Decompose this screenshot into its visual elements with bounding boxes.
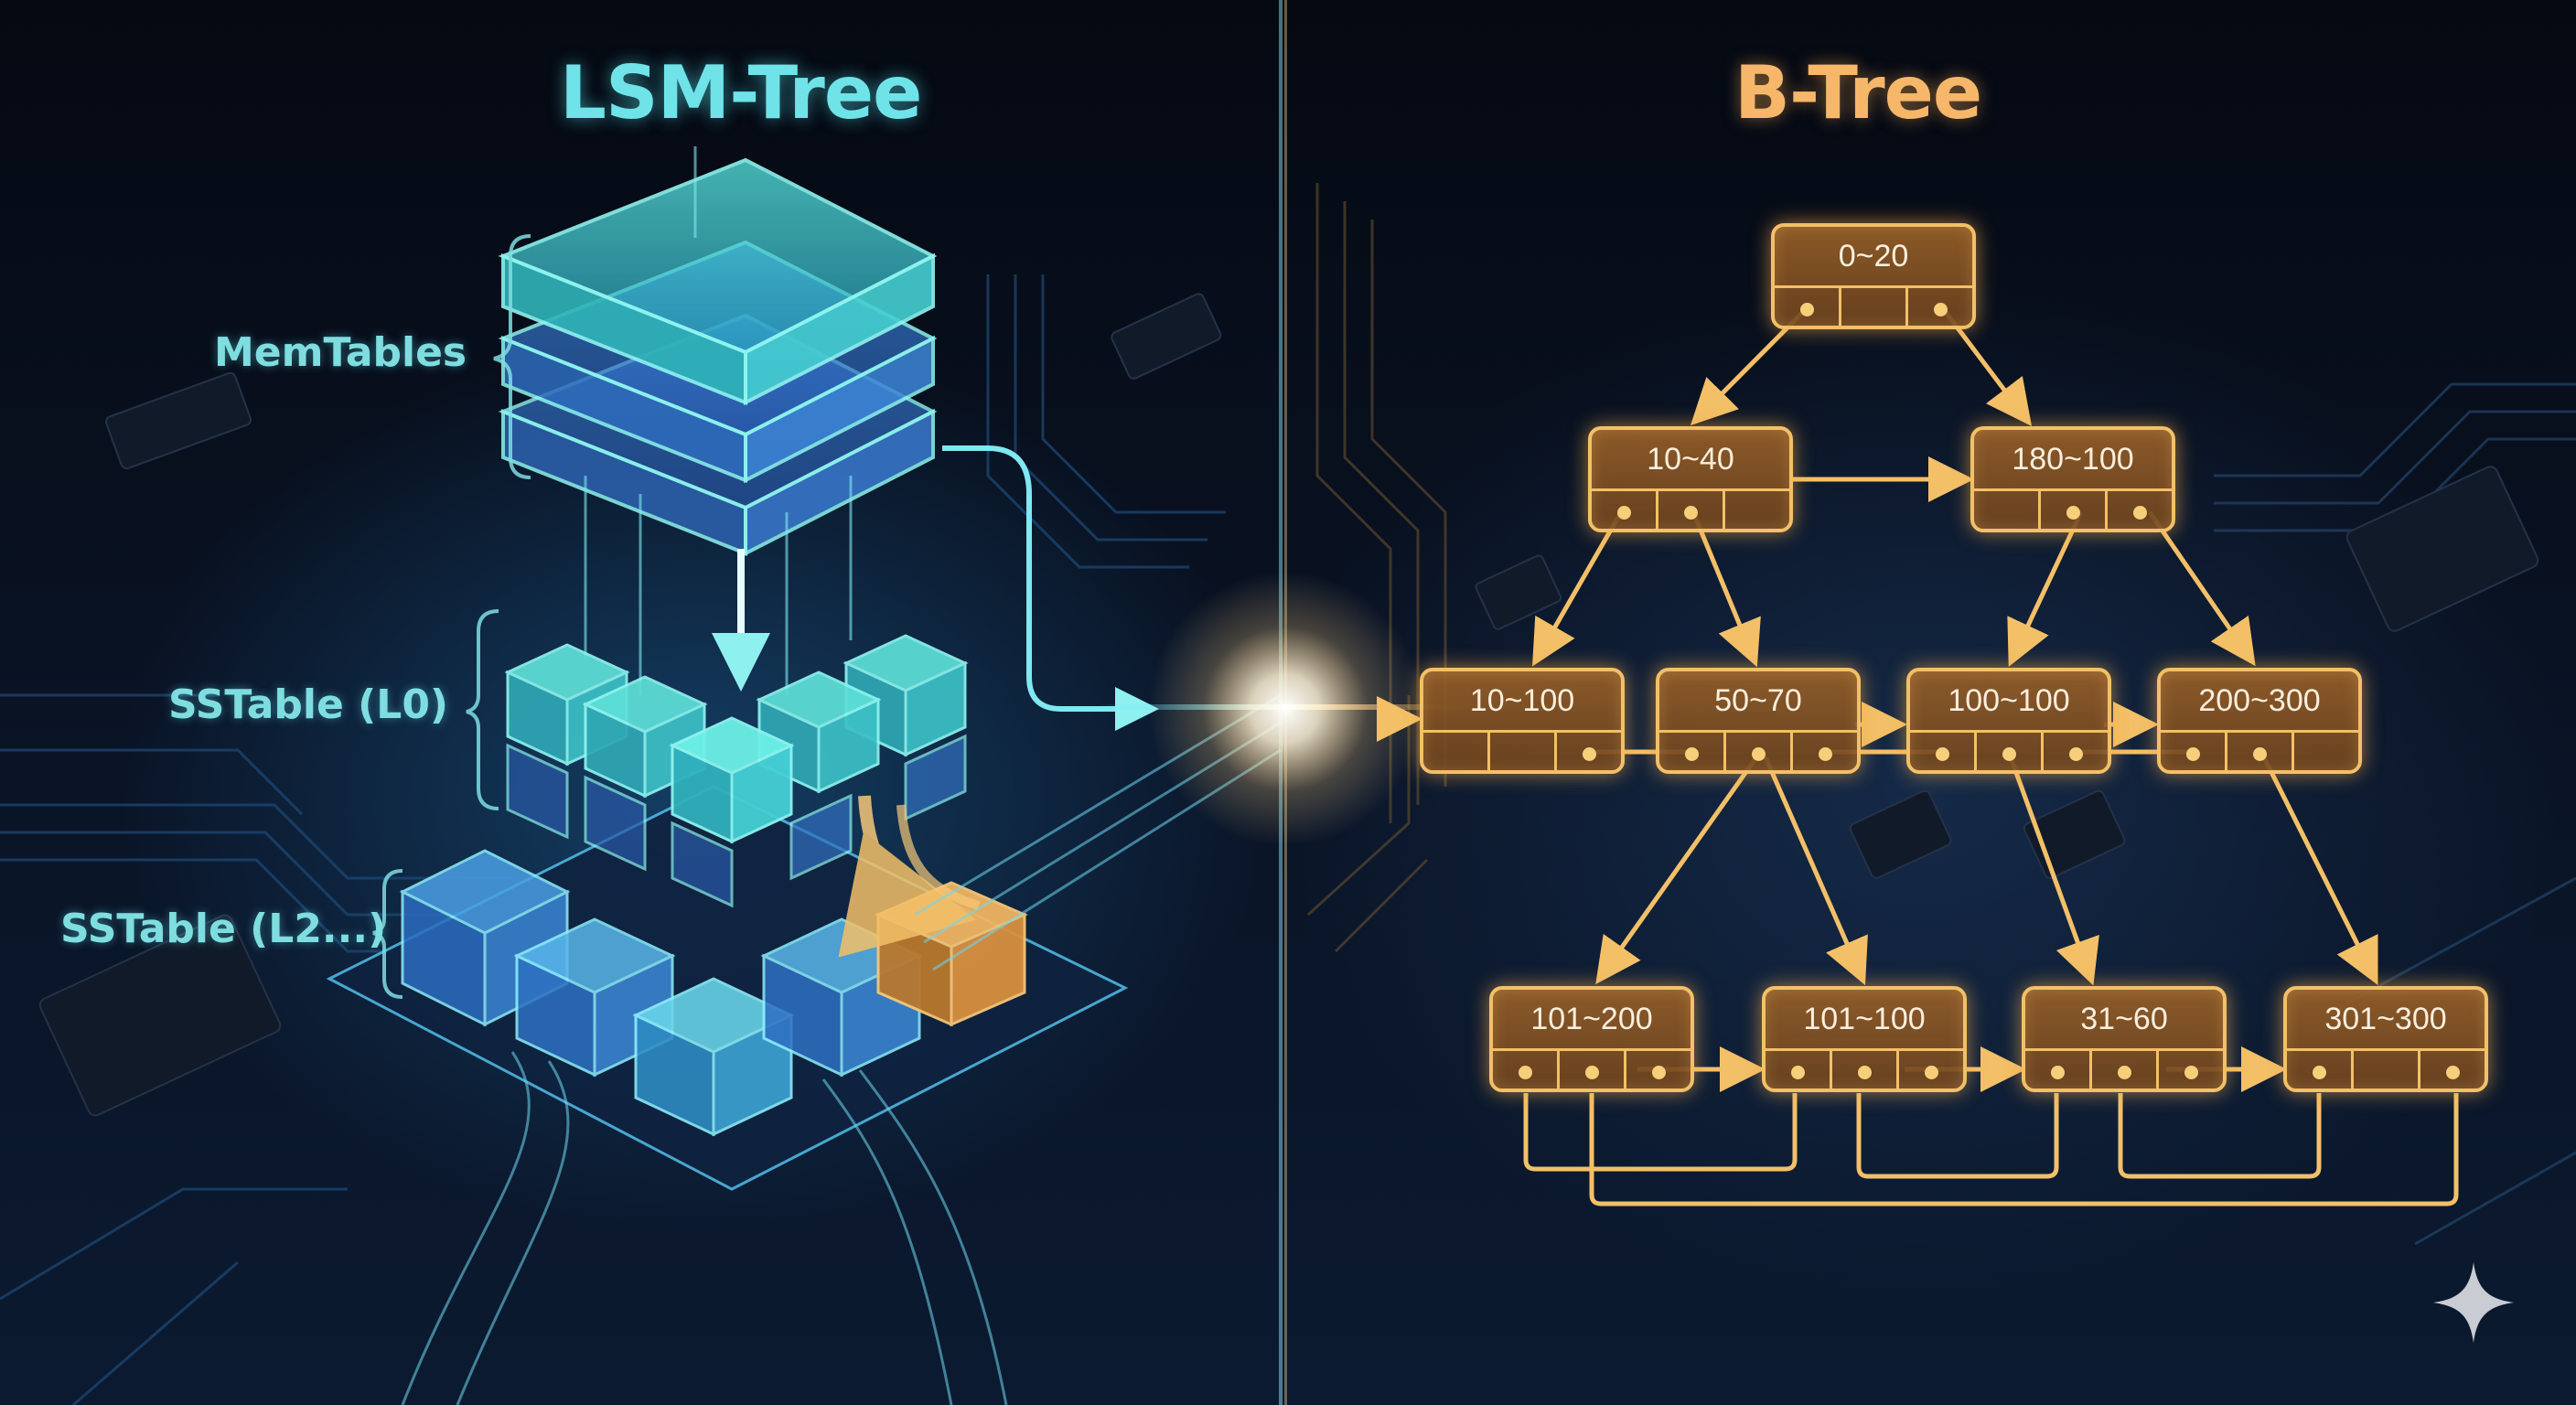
btree-leaf-node: 301~300 (2283, 986, 2488, 1092)
btree-internal-node: 50~70 (1656, 668, 1861, 774)
node-key-range: 301~300 (2287, 990, 2485, 1051)
sparkle-icon (2432, 1261, 2515, 1344)
node-key-range: 10~40 (1592, 430, 1789, 491)
lsm-tree-title: LSM-Tree (560, 50, 922, 135)
memtables-label: MemTables (214, 329, 467, 376)
sstable-l2-label: SSTable (L2...) (60, 906, 387, 952)
btree-internal-node: 10~40 (1588, 426, 1793, 532)
node-key-range: 50~70 (1659, 671, 1857, 733)
b-tree-title: B-Tree (1734, 50, 1982, 135)
btree-leaf-node: 101~100 (1762, 986, 1967, 1092)
sstable-l0-brace-icon (466, 609, 499, 810)
btree-root-node: 0~20 (1771, 223, 1976, 329)
node-key-range: 180~100 (1974, 430, 2172, 491)
node-key-range: 101~200 (1493, 990, 1690, 1051)
node-key-range: 200~300 (2161, 671, 2358, 733)
sstable-l0-label: SSTable (L0) (168, 681, 449, 728)
node-key-range: 101~100 (1766, 990, 1963, 1051)
btree-internal-node: 10~100 (1420, 668, 1625, 774)
node-key-range: 100~100 (1910, 671, 2108, 733)
sstable-l2-brace-icon (372, 869, 403, 999)
btree-internal-node: 180~100 (1970, 426, 2175, 532)
memtables-brace-icon (493, 234, 531, 479)
btree-internal-node: 100~100 (1906, 668, 2111, 774)
node-key-range: 31~60 (2025, 990, 2223, 1051)
btree-leaf-node: 101~200 (1489, 986, 1694, 1092)
btree-internal-node: 200~300 (2157, 668, 2362, 774)
node-key-range: 0~20 (1775, 227, 1972, 288)
btree-leaf-node: 31~60 (2022, 986, 2227, 1092)
node-key-range: 10~100 (1423, 671, 1621, 733)
